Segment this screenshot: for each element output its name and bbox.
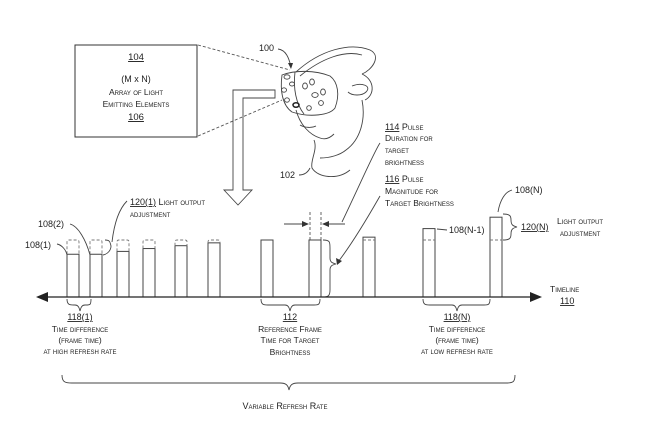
variable-refresh-label: Variable Refresh Rate bbox=[243, 401, 328, 411]
pulse-label-108-1: 108(1) bbox=[25, 240, 51, 250]
hollow-down-arrow bbox=[222, 89, 276, 206]
pulse-bar bbox=[142, 248, 156, 298]
pulse-target-outline bbox=[116, 239, 130, 252]
reference-frame-line1: Reference Frame bbox=[258, 324, 322, 334]
light-adjust-1-line2: adjustment bbox=[130, 210, 171, 219]
array-box-line2: Array of Light bbox=[109, 87, 163, 97]
pulse-duration-leader bbox=[341, 142, 381, 223]
pulse-magnitude-leader bbox=[337, 195, 381, 263]
time-diff-high-line2: (frame time) bbox=[58, 335, 102, 345]
head-leader bbox=[298, 167, 311, 176]
reference-frame-line3: Brightness bbox=[270, 347, 311, 357]
pulse-bar bbox=[362, 236, 376, 298]
pulse-leader-108-n bbox=[497, 189, 513, 213]
light-adjust-1-leader bbox=[111, 200, 128, 243]
duration-arrowhead-right bbox=[322, 221, 329, 227]
pulse-target-outline bbox=[174, 239, 188, 246]
pulse-label-108-n-1: 108(N-1) bbox=[449, 225, 485, 235]
array-box-ref2: 106 bbox=[128, 112, 144, 123]
pulse-magnitude-line3: Target Brightness bbox=[385, 198, 454, 208]
timeline-arrow-left bbox=[36, 292, 48, 302]
light-adjust-1-brace bbox=[102, 239, 112, 256]
pulse-magnitude-label: 116 Pulse bbox=[385, 174, 424, 184]
time-diff-low-brace bbox=[422, 298, 491, 312]
light-adjust-n-line2: adjustment bbox=[560, 229, 601, 238]
pulse-bar bbox=[116, 250, 130, 298]
time-diff-high-line3: at high refresh rate bbox=[43, 347, 116, 356]
timeline-arrow-right bbox=[530, 292, 542, 302]
pulse-label-108-n: 108(N) bbox=[515, 185, 543, 195]
pulse-target-outline bbox=[142, 239, 156, 249]
light-adjust-n-ref: 120(N) bbox=[521, 222, 549, 232]
array-box-ref: 104 bbox=[128, 52, 144, 63]
timeline-label: Timeline bbox=[550, 284, 579, 294]
light-adjust-1-label: 120(1) Light output bbox=[130, 197, 205, 207]
light-adjust-n-brace bbox=[502, 213, 518, 241]
pulse-leader-108-2 bbox=[69, 223, 91, 256]
pulse-label-108-2: 108(2) bbox=[38, 219, 64, 229]
timeline-ref: 110 bbox=[560, 296, 574, 306]
pulse-bar bbox=[66, 253, 80, 298]
hmd-ref-label: 100 bbox=[259, 43, 274, 53]
pulse-duration-line2: Duration for bbox=[385, 133, 433, 143]
light-adjust-n-line1: Light output bbox=[557, 216, 603, 226]
pulse-target-outline bbox=[66, 239, 80, 255]
pulse-bar bbox=[308, 239, 322, 298]
pulse-magnitude-arrowhead bbox=[336, 258, 342, 265]
pulse-train bbox=[66, 216, 503, 298]
pulse-magnitude-line2: Magnitude for bbox=[385, 186, 439, 196]
pulse-target-outline bbox=[207, 239, 221, 243]
head-with-hmd-illustration bbox=[280, 46, 376, 177]
pulse-leader-108-1 bbox=[56, 243, 68, 256]
time-diff-low-line3: at low refresh rate bbox=[421, 347, 493, 356]
time-diff-low-line2: (frame time) bbox=[435, 335, 479, 345]
hmd-leader-arrowhead bbox=[288, 63, 293, 69]
pulse-duration-label: 114 Pulse bbox=[385, 122, 424, 132]
time-diff-high-line1: Time difference bbox=[52, 324, 109, 334]
array-box-line3: Emitting Elements bbox=[103, 99, 170, 109]
array-box bbox=[74, 44, 198, 138]
time-diff-low-ref: 118(N) bbox=[444, 312, 471, 322]
pulse-magnitude-brace bbox=[322, 239, 337, 298]
projection-line-top bbox=[197, 44, 291, 71]
time-diff-high-ref: 118(1) bbox=[67, 312, 92, 322]
pulse-bar bbox=[422, 228, 436, 298]
reference-frame-ref: 112 bbox=[283, 312, 297, 322]
pulse-target-outline bbox=[89, 239, 103, 255]
time-diff-high-brace bbox=[66, 298, 92, 312]
pulse-bar bbox=[489, 216, 503, 298]
head-ref-label: 102 bbox=[280, 170, 295, 180]
pulse-leader-108-n-1 bbox=[436, 228, 448, 231]
reference-frame-brace bbox=[260, 298, 321, 312]
reference-frame-line2: Time for Target bbox=[261, 335, 320, 345]
pulse-bar bbox=[207, 242, 221, 298]
variable-refresh-brace bbox=[61, 374, 516, 391]
pulse-bar bbox=[174, 245, 188, 298]
pulse-duration-line3: target bbox=[385, 145, 409, 155]
duration-arrowhead-left bbox=[302, 221, 309, 227]
time-diff-low-line1: Time difference bbox=[429, 324, 486, 334]
array-box-dim: (M x N) bbox=[121, 74, 151, 84]
pulse-duration-line4: brightness bbox=[385, 157, 424, 167]
pulse-bar bbox=[260, 239, 274, 298]
projection-line-bottom bbox=[197, 99, 283, 137]
pulse-bar bbox=[89, 253, 103, 298]
